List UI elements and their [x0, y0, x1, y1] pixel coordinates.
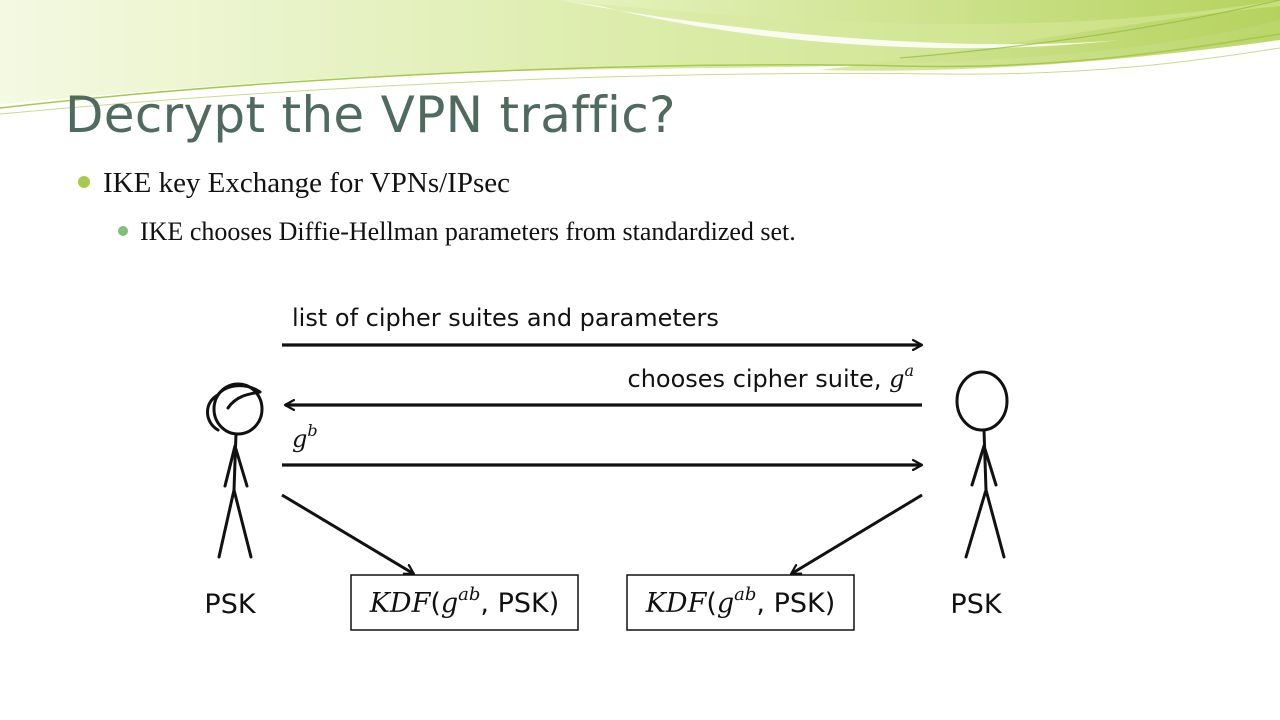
left-body [232, 432, 238, 492]
right-arm-l [970, 444, 986, 487]
banner-swoosh-back [0, 0, 1280, 104]
right-psk-label: PSK [950, 589, 1002, 620]
banner-line-2 [0, 47, 1280, 115]
kdf-right-exp: ab [734, 584, 756, 605]
kdf-right-open: ( [706, 588, 717, 619]
banner-line-3 [899, 0, 1280, 59]
kdf-left-fn: KDF [369, 588, 432, 619]
kdf-box-left: KDF(gab, PSK) [350, 574, 579, 631]
kdf-box-right-frame [626, 574, 855, 631]
banner-swoosh-front [560, 0, 1280, 71]
arrow-left-to-kdf [281, 493, 414, 576]
right-leg-l [964, 488, 988, 559]
slide-title: Decrypt the VPN traffic? [65, 86, 676, 144]
kdf-box-right-formula: KDF(gab, PSK) [645, 584, 836, 619]
kdf-right-arg: , PSK) [756, 588, 835, 619]
bullet-text: IKE chooses Diffie-Hellman parameters fr… [140, 217, 796, 246]
message-2-exp: a [904, 361, 914, 380]
message-1-label: list of cipher suites and parameters [292, 304, 719, 332]
left-hair [214, 384, 262, 410]
bullet-text: IKE key Exchange for VPNs/IPsec [103, 167, 510, 199]
right-head [955, 370, 1009, 432]
message-3-exp: b [307, 421, 317, 440]
left-leg-r [232, 488, 253, 559]
banner-line-1 [0, 33, 1280, 109]
left-arm-r [233, 444, 249, 488]
message-3-base: g [292, 425, 307, 453]
message-2-base: g [889, 365, 904, 393]
right-arm-r [982, 444, 998, 487]
arrow-right-to-kdf [791, 493, 923, 576]
bullet-level1: IKE key Exchange for VPNs/IPsec [78, 167, 510, 200]
banner-white-streak [560, 0, 1120, 49]
kdf-right-base: g [717, 588, 734, 619]
message-2-text: chooses cipher suite, [628, 365, 890, 393]
left-psk-label: PSK [204, 589, 256, 620]
message-3-label: gb [292, 421, 318, 453]
bullet-dot-icon [118, 226, 128, 237]
kdf-left-open: ( [430, 588, 441, 619]
left-arm-l [223, 444, 237, 488]
decorative-banner [0, 0, 1280, 115]
bullet-dot-icon [78, 176, 90, 189]
kdf-left-arg: , PSK) [480, 588, 559, 619]
message-2-label: chooses cipher suite, ga [628, 361, 914, 393]
kdf-box-left-formula: KDF(gab, PSK) [369, 584, 560, 619]
right-stick-figure [955, 370, 1009, 559]
kdf-right-fn: KDF [645, 588, 708, 619]
kdf-box-right: KDF(gab, PSK) [626, 574, 855, 631]
right-body [982, 428, 988, 492]
kdf-left-base: g [441, 588, 458, 619]
right-leg-r [984, 488, 1006, 559]
left-stick-figure [206, 382, 264, 559]
left-leg-l [217, 488, 236, 559]
left-head [212, 382, 264, 436]
bullet-level2: IKE chooses Diffie-Hellman parameters fr… [118, 217, 796, 247]
kdf-left-exp: ab [458, 584, 480, 605]
kdf-box-left-frame [350, 574, 579, 631]
